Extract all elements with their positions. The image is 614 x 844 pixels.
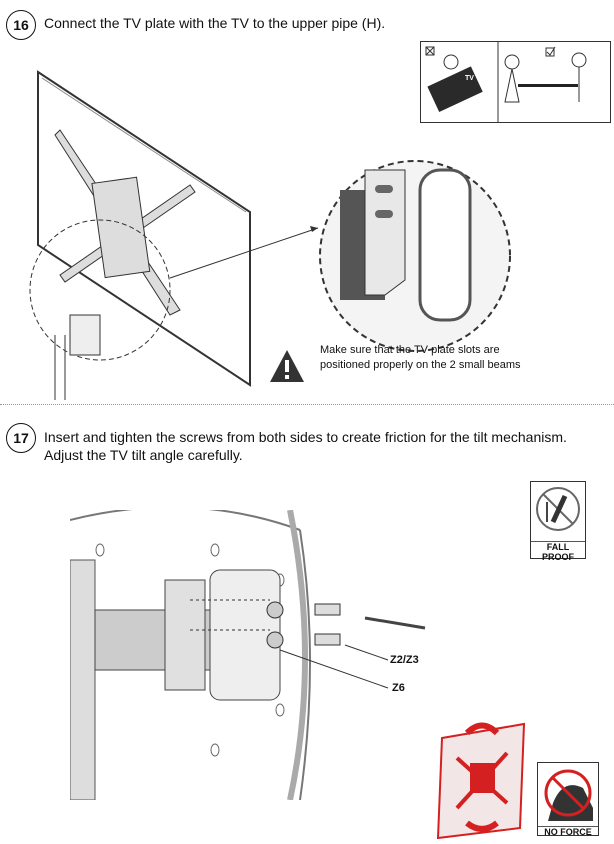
step-16-number: 16 (6, 10, 36, 40)
step-17-instruction-line2: Adjust the TV tilt angle carefully. (44, 447, 243, 463)
step-17-number: 17 (6, 423, 36, 453)
no-force-icon: NO FORCE (537, 762, 599, 837)
fall-proof-icon: FALL PROOF (530, 481, 586, 562)
tv-plate-diagram (29, 70, 511, 400)
tilt-screw-diagram (70, 510, 426, 800)
two-person-lift-illustration: TV (420, 41, 611, 123)
slot-note-line2: positioned properly on the 2 small beams (320, 359, 521, 371)
tilt-rotation-red-icon (436, 722, 526, 840)
label-z2-z3: Z2/Z3 (390, 654, 419, 666)
label-z6: Z6 (392, 682, 405, 694)
fall-proof-label-line1: FALL (531, 541, 585, 552)
fall-proof-label-line2: PROOF (541, 552, 574, 562)
section-divider (0, 404, 614, 405)
step-16-instruction: Connect the TV plate with the TV to the … (44, 15, 386, 31)
tv-label: TV (465, 75, 474, 82)
slot-note-line1: Make sure that the TV plate slots are (320, 344, 500, 356)
no-force-label: NO FORCE (538, 826, 598, 837)
step-17-instruction-line1: Insert and tighten the screws from both … (44, 429, 567, 445)
